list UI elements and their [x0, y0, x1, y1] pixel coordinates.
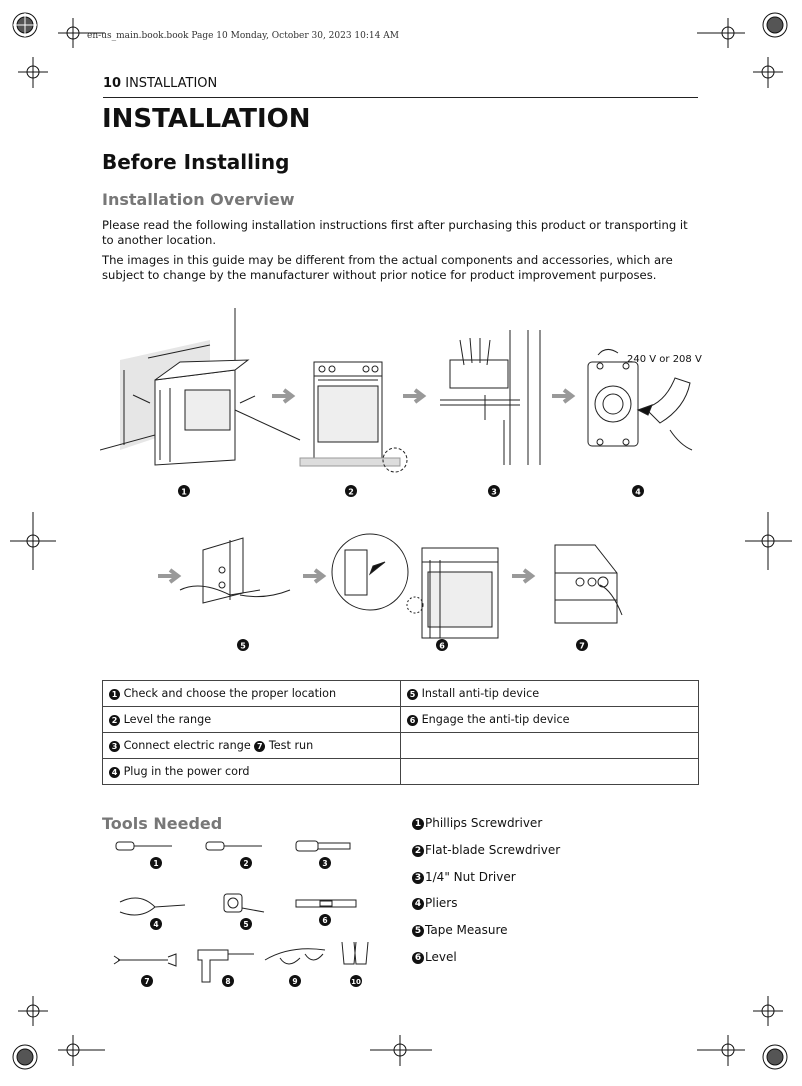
svg-text:9: 9	[292, 977, 297, 986]
step-number-badges: 1 2 3 4 5 6 7	[178, 485, 644, 651]
disclaimer-paragraph: The images in this guide may be differen…	[102, 253, 673, 282]
step6-engage-drawing	[331, 533, 499, 639]
svg-text:6: 6	[322, 916, 327, 925]
table-cell: 3 Connect electric range 7 Test run	[102, 732, 401, 759]
arrow-icon	[552, 388, 576, 404]
svg-text:1: 1	[153, 859, 158, 868]
flat-blade-screwdriver-icon	[205, 841, 262, 851]
step3-connect-drawing	[440, 330, 541, 465]
tools-heading: Tools Needed	[102, 814, 223, 833]
voltage-label: 240 V or 208 V	[627, 354, 702, 365]
step5-anti-tip-drawing	[158, 537, 291, 604]
running-header: 10 INSTALLATION	[103, 76, 217, 91]
table-row: 4 Plug in the power cord	[102, 758, 699, 785]
svg-text:6: 6	[439, 642, 445, 651]
table-row: 1 Check and choose the proper location 5…	[102, 680, 699, 707]
svg-text:3: 3	[322, 859, 327, 868]
svg-text:4: 4	[153, 920, 158, 929]
subsection-title: Installation Overview	[102, 190, 295, 209]
svg-text:8: 8	[225, 977, 230, 986]
svg-text:5: 5	[240, 642, 246, 651]
crosshair-marks	[10, 18, 792, 1066]
svg-text:7: 7	[579, 642, 585, 651]
svg-text:1: 1	[181, 488, 187, 497]
wrench-icon	[113, 953, 177, 967]
section-title: Before Installing	[102, 150, 290, 174]
running-section: INSTALLATION	[125, 76, 218, 91]
table-cell-empty	[400, 758, 699, 785]
registration-mark-top-left	[12, 12, 38, 38]
table-row: 3 Connect electric range 7 Test run	[102, 732, 699, 759]
arrow-icon	[272, 388, 296, 404]
arrow-icon	[403, 388, 427, 404]
nut-driver-icon	[295, 840, 351, 852]
header-rule	[103, 97, 698, 98]
step7-test-run-drawing	[554, 544, 623, 624]
tools-illustration: 1 2 3 4 5 6 7 8 9 10	[113, 840, 369, 987]
step4-plug-drawing	[587, 349, 693, 451]
table-cell: 6 Engage the anti-tip device	[400, 706, 699, 733]
phillips-screwdriver-icon	[115, 841, 172, 851]
step1-location-drawing	[100, 308, 301, 466]
registration-mark-bottom-right	[762, 1044, 788, 1070]
svg-text:5: 5	[243, 920, 248, 929]
pliers-icon	[119, 897, 186, 916]
svg-text:3: 3	[491, 488, 497, 497]
svg-text:7: 7	[144, 977, 149, 986]
page-title: INSTALLATION	[102, 104, 311, 134]
registration-mark-bottom-left	[12, 1044, 38, 1070]
tape-measure-icon	[223, 893, 265, 913]
installation-illustration: 240 V or 208 V	[100, 308, 702, 651]
table-cell: 2 Level the range	[102, 706, 401, 733]
step2-level-drawing	[299, 361, 408, 473]
table-cell: 4 Plug in the power cord	[102, 758, 401, 785]
svg-text:10: 10	[351, 978, 361, 986]
steps-table: 1 Check and choose the proper location 5…	[102, 680, 699, 785]
table-cell: 5 Install anti-tip device	[400, 680, 699, 707]
arrow-icon	[512, 568, 536, 584]
intro-paragraph: Please read the following installation i…	[102, 218, 688, 247]
tool-number-badges: 1 2 3 4 5 6 7 8 9 10	[141, 857, 362, 987]
drill-icon	[197, 949, 254, 983]
level-icon	[295, 899, 357, 908]
page-number: 10	[103, 76, 122, 91]
gloves-icon	[341, 941, 369, 965]
table-cell-empty	[400, 732, 699, 759]
svg-text:2: 2	[348, 488, 354, 497]
arrow-icon	[303, 568, 327, 584]
registration-mark-top-right	[762, 12, 788, 38]
svg-text:2: 2	[243, 859, 248, 868]
table-row: 2 Level the range 6 Engage the anti-tip …	[102, 706, 699, 733]
safety-glasses-icon	[264, 948, 326, 965]
table-cell: 1 Check and choose the proper location	[102, 680, 401, 707]
print-slug: en-us_main.book.book Page 10 Monday, Oct…	[87, 31, 399, 41]
svg-text:4: 4	[635, 488, 641, 497]
